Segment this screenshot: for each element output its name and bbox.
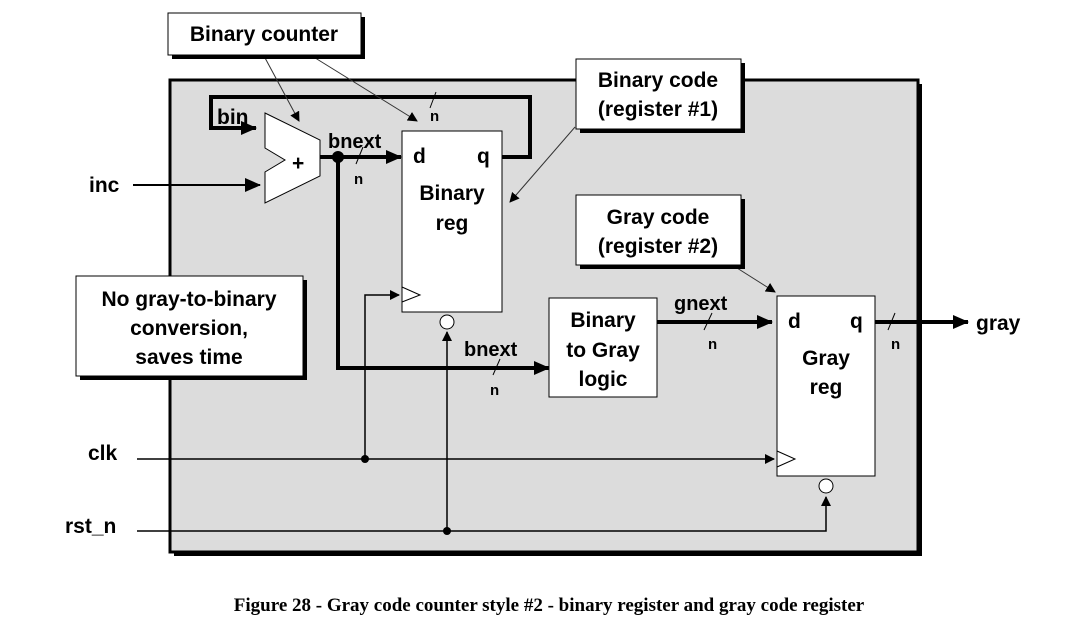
signal-label-bin: bin <box>217 106 249 129</box>
signal-label-inc: inc <box>89 174 120 197</box>
bnext-wire-to-bin2gray <box>336 157 550 375</box>
binary-reg-name-1: Binary <box>419 182 485 205</box>
signal-label-gnext: gnext <box>674 293 728 315</box>
gray-reg-d-port: d <box>788 310 801 333</box>
bus-width-mark-bnext-1: n <box>354 146 364 188</box>
adder: + <box>264 112 321 204</box>
bin2gray-label-2: to Gray <box>566 339 640 362</box>
bin2gray-label-3: logic <box>578 368 627 391</box>
svg-text:saves time: saves time <box>135 346 242 369</box>
callout-binary-counter: Binary counter <box>167 12 418 122</box>
svg-text:Binary code: Binary code <box>598 69 718 92</box>
rst-n-wire <box>137 496 831 532</box>
junction-dot-clk <box>361 455 369 463</box>
gray-reg-q-port: q <box>850 310 863 333</box>
binary-reg-d-port: d <box>413 145 426 168</box>
binary-reg-name-2: reg <box>436 212 469 235</box>
bus-width-mark-gnext: n <box>703 312 717 353</box>
signal-label-bnext-1: bnext <box>328 131 382 153</box>
callout-no-conversion: No gray-to-binary conversion, saves time <box>75 275 307 380</box>
binary-register: d q Binary reg <box>401 130 503 330</box>
bus-width-mark-bin: n <box>429 91 439 125</box>
svg-text:n: n <box>891 336 900 353</box>
gray-reg-name-2: reg <box>810 376 843 399</box>
svg-text:n: n <box>354 171 363 188</box>
signal-label-rst-n: rst_n <box>65 515 116 538</box>
callout-binary-code: Binary code (register #1) <box>509 58 745 203</box>
binary-reg-reset-bubble <box>439 314 455 330</box>
signal-label-bnext-2: bnext <box>464 339 518 361</box>
bin-feedback-wire <box>209 95 532 159</box>
figure-caption: Figure 28 - Gray code counter style #2 -… <box>234 595 865 616</box>
gray-register: d q Gray reg <box>776 295 876 494</box>
svg-text:n: n <box>430 108 439 125</box>
binary-reg-q-port: q <box>477 145 490 168</box>
svg-text:conversion,: conversion, <box>130 317 248 340</box>
clk-branch-binary-reg <box>364 290 400 459</box>
svg-text:No gray-to-binary: No gray-to-binary <box>101 288 276 311</box>
junction-dot-rst-n <box>443 527 451 535</box>
binary-reg-clock-icon <box>401 286 422 303</box>
svg-text:(register #1): (register #1) <box>598 98 718 121</box>
bus-width-mark-gray: n <box>887 312 900 353</box>
bin2gray-label-1: Binary <box>570 309 636 332</box>
gray-reg-reset-bubble <box>818 478 834 494</box>
adder-symbol: + <box>292 152 304 175</box>
signal-label-gray: gray <box>976 312 1021 335</box>
gray-reg-clock-icon <box>776 450 797 468</box>
bus-width-mark-bnext-2: n <box>490 358 501 399</box>
svg-text:n: n <box>490 382 499 399</box>
svg-text:Binary counter: Binary counter <box>190 23 338 46</box>
gray-reg-name-1: Gray <box>802 347 850 370</box>
binary-to-gray-logic: Binary to Gray logic <box>548 297 658 398</box>
svg-text:Gray code: Gray code <box>607 206 710 229</box>
svg-text:n: n <box>708 336 717 353</box>
signal-label-clk: clk <box>88 442 118 465</box>
callout-gray-code: Gray code (register #2) <box>575 194 776 293</box>
svg-text:(register #2): (register #2) <box>598 235 718 258</box>
